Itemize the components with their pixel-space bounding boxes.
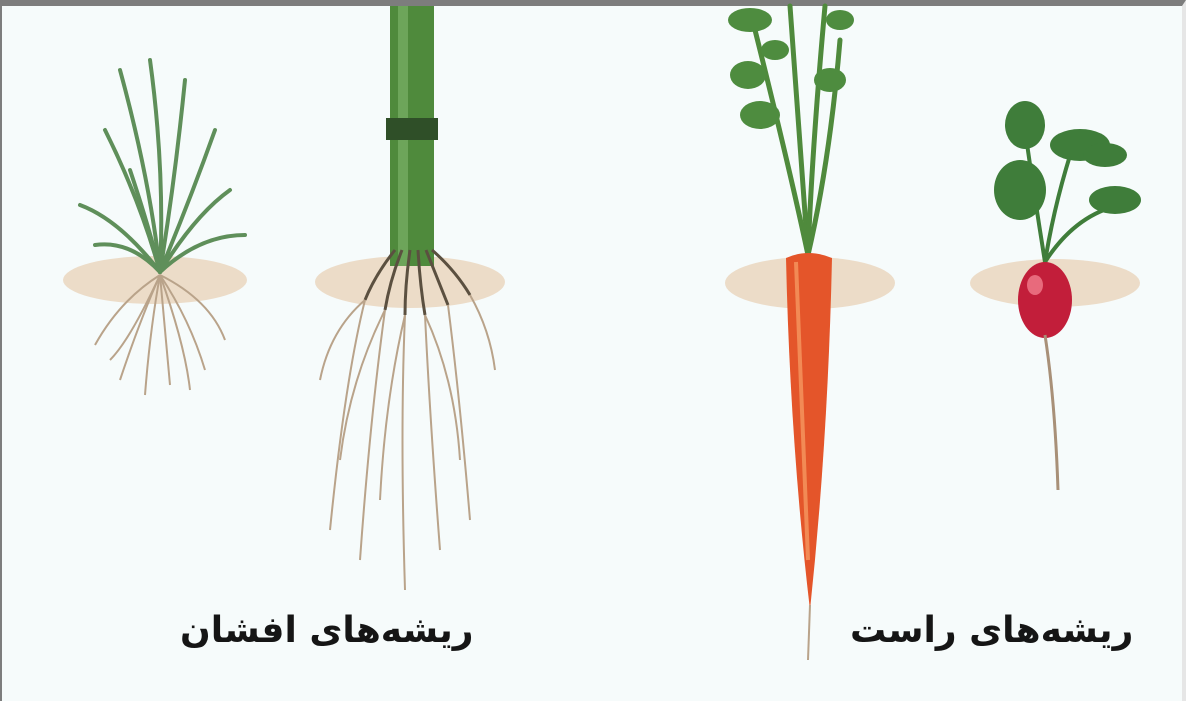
corn-node (386, 118, 438, 140)
fibrous-roots-label: ریشه‌های افشان (180, 610, 474, 651)
radish-plant (970, 101, 1141, 490)
radish-root-tail (1045, 335, 1058, 490)
corn-plant (315, 6, 505, 590)
radish-highlight (1027, 275, 1043, 295)
grass-leaves (80, 60, 245, 272)
carrot-plant (725, 6, 895, 660)
grass-plant (63, 60, 247, 395)
corn-fibrous-roots (320, 295, 495, 590)
taproots-label: ریشه‌های راست (850, 610, 1133, 651)
radish-root (1018, 262, 1072, 338)
carrot-root-tip (808, 605, 810, 660)
